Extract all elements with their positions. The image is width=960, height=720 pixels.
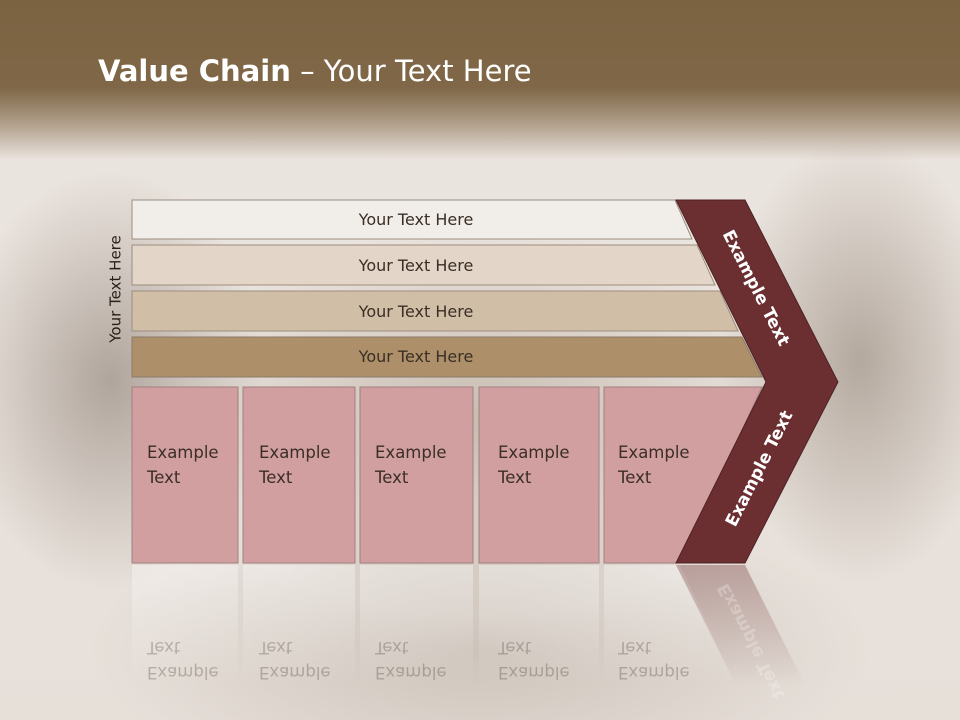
chevron-reflection bbox=[676, 565, 805, 685]
bar-1-label: Your Text Here bbox=[358, 209, 474, 229]
title-rest: – Your Text Here bbox=[290, 54, 532, 88]
box-reflection-3 bbox=[360, 565, 473, 685]
slide-title[interactable]: Value Chain – Your Text Here bbox=[98, 54, 532, 94]
title-bold: Value Chain bbox=[98, 54, 291, 88]
bar-4-label: Your Text Here bbox=[358, 346, 474, 366]
box-reflection-4 bbox=[479, 565, 599, 685]
box-reflection-5 bbox=[604, 565, 736, 685]
bar-4[interactable] bbox=[131, 336, 763, 378]
box-reflection-2 bbox=[243, 565, 355, 685]
box-2[interactable] bbox=[242, 386, 356, 564]
box-4[interactable] bbox=[478, 386, 600, 564]
bar-1[interactable] bbox=[131, 199, 693, 240]
bar-2-label: Your Text Here bbox=[358, 255, 474, 275]
box-1[interactable] bbox=[131, 386, 239, 564]
box-reflection-1 bbox=[132, 565, 238, 685]
title-banner bbox=[0, 0, 960, 160]
chevron-arrow[interactable] bbox=[675, 199, 839, 564]
bar-3[interactable] bbox=[131, 290, 739, 332]
box-3[interactable] bbox=[359, 386, 474, 564]
bar-3-label: Your Text Here bbox=[358, 301, 474, 321]
bar-2[interactable] bbox=[131, 244, 716, 286]
